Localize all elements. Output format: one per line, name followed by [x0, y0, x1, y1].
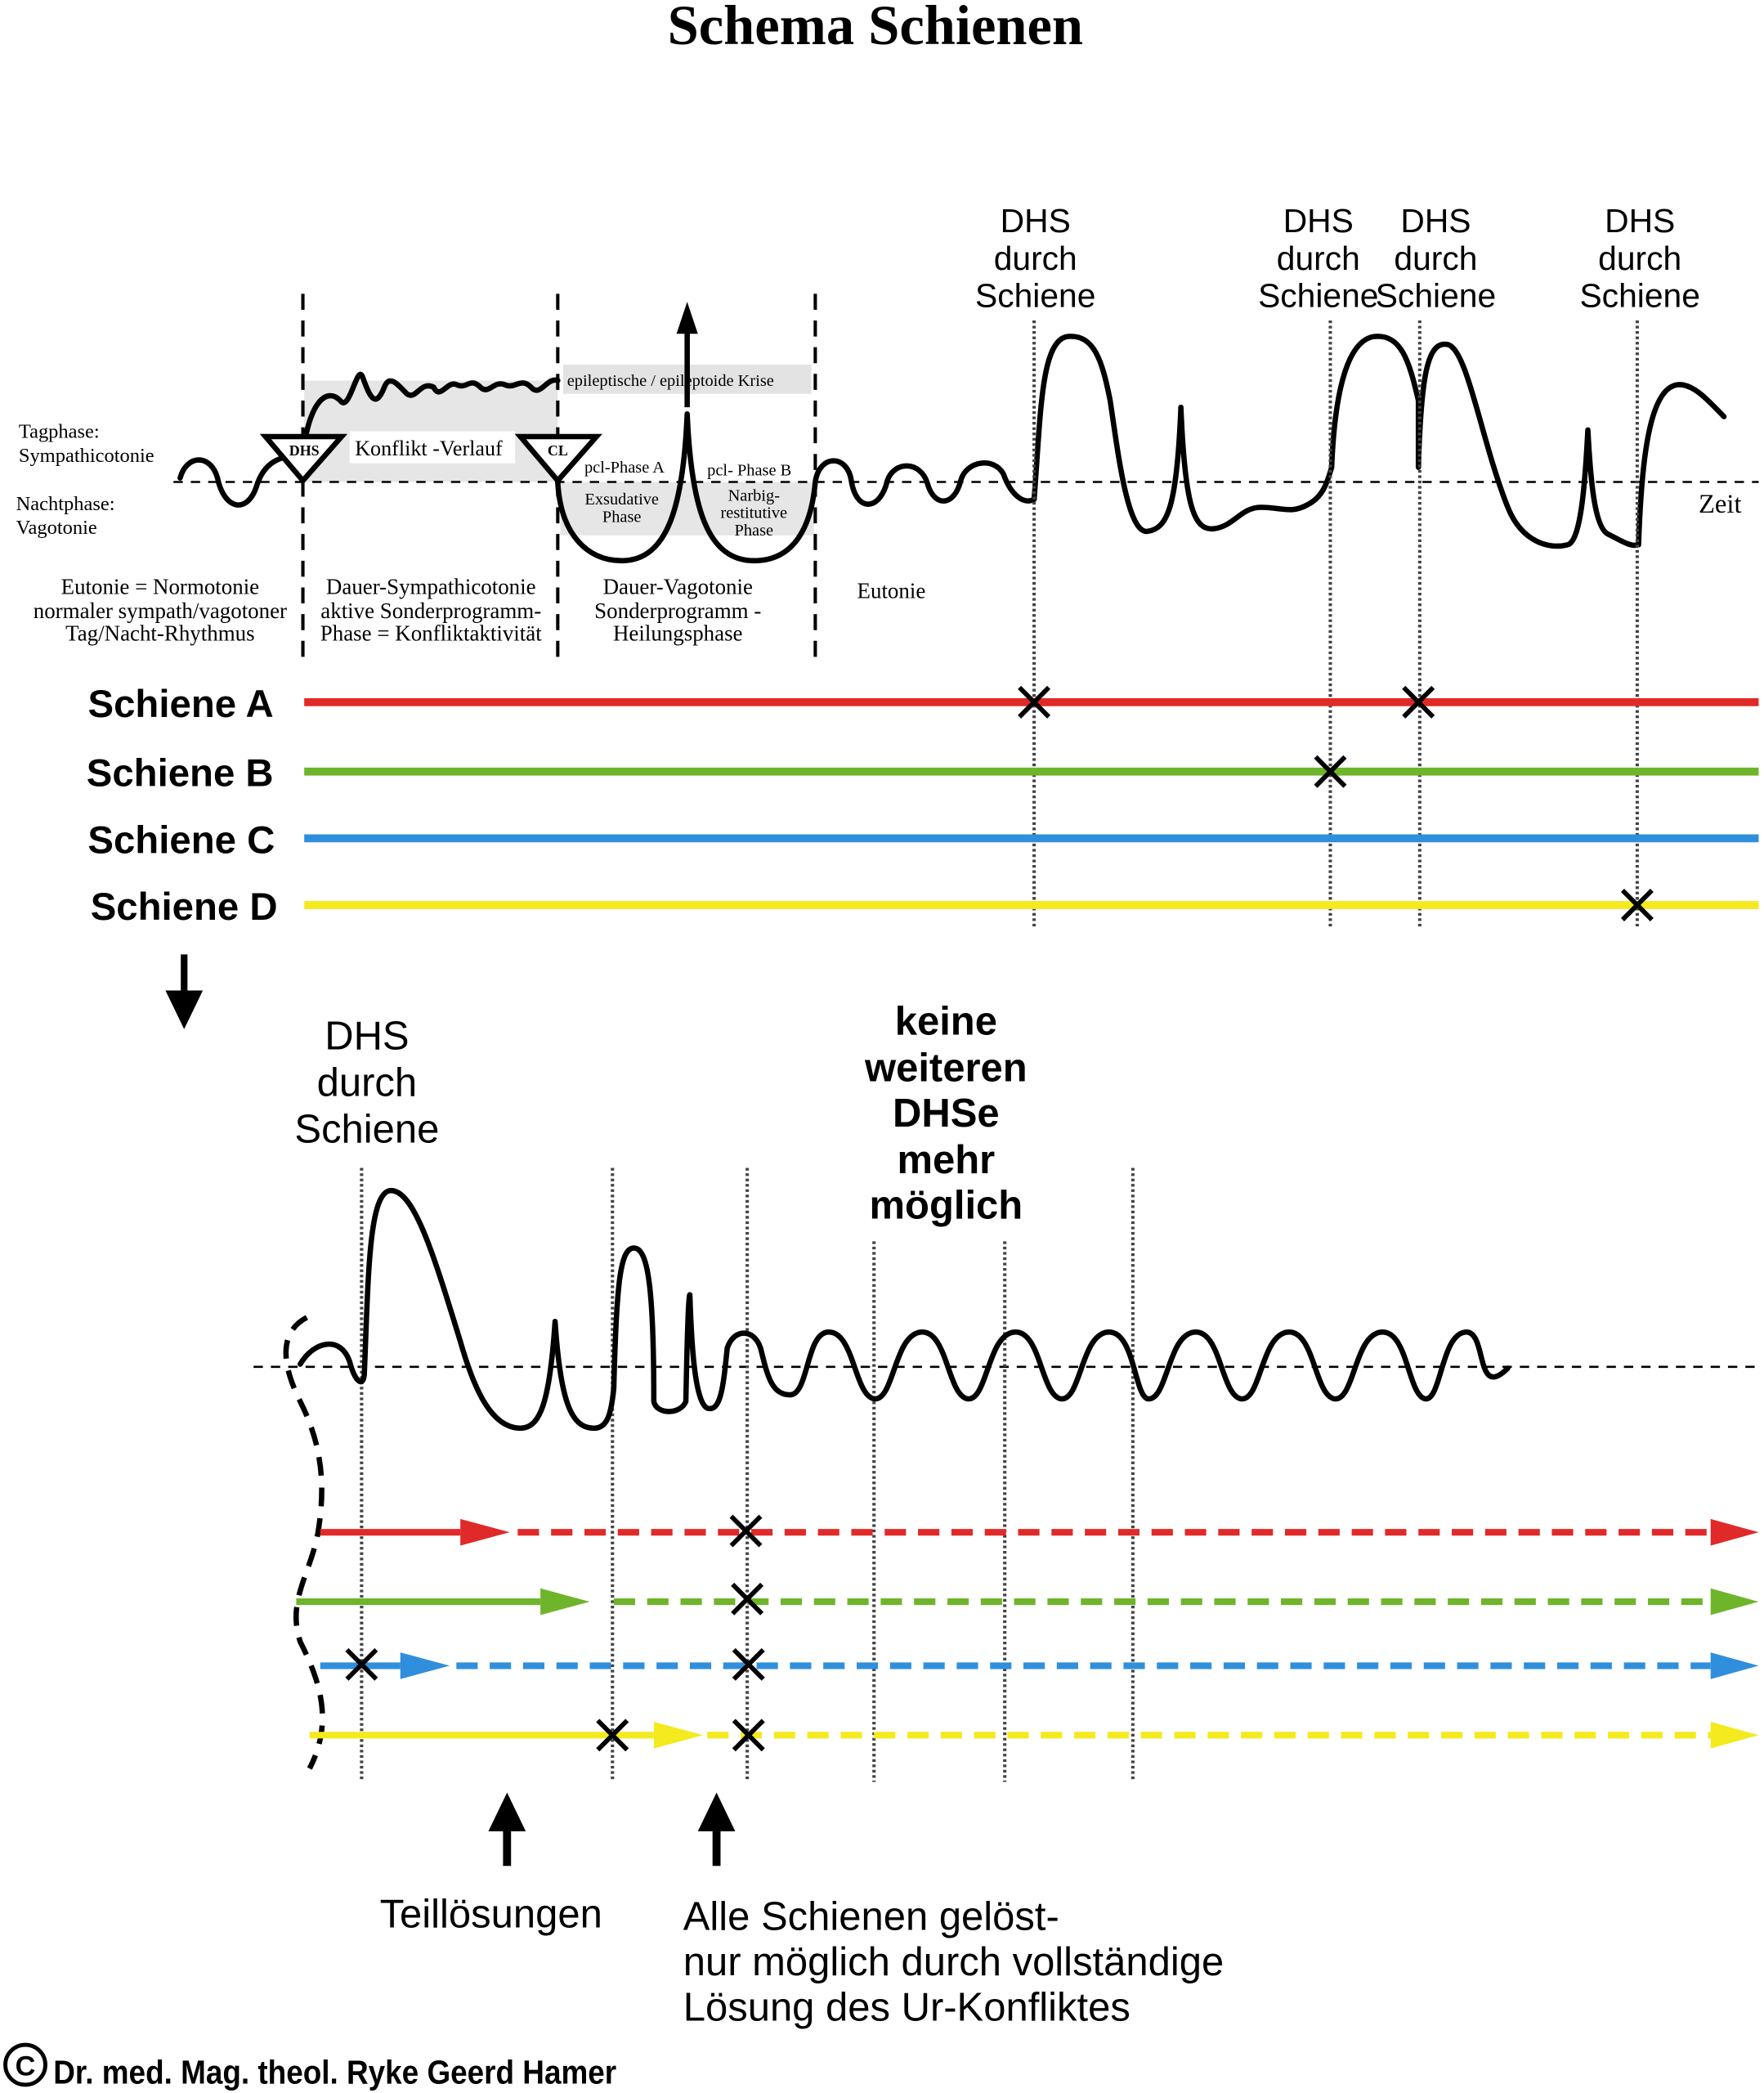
arrow-right-icon [1710, 1721, 1759, 1749]
phase-desc: Phase = Konfliktaktivität [320, 621, 542, 646]
tagphase-label: Tagphase: [19, 421, 100, 443]
nachtphase-label: Nachtphase: [16, 493, 115, 515]
arrow-right-icon [1710, 1588, 1759, 1616]
copyright: C Dr. med. Mag. theol. Ryke Geerd Hamer [3, 2042, 616, 2091]
rails: Schiene A Schiene B Schiene C Schiene D [87, 683, 1759, 929]
dhs-durch-schiene: DHS [1283, 202, 1354, 240]
arrow-right-icon [653, 1721, 704, 1749]
nachtphase-label: Vagotonie [16, 517, 97, 539]
dhs-durch-schiene: Schiene [294, 1108, 439, 1152]
arrow-right-icon [1710, 1652, 1759, 1679]
dashed-boundary [283, 1315, 325, 1770]
dhs-durch-schiene: durch [1598, 240, 1681, 277]
zeit-label: Zeit [1699, 490, 1742, 519]
dhs-durch-schiene: Schiene [1258, 277, 1378, 315]
alle-geloest-text: Alle Schienen gelöst- [683, 1895, 1059, 1939]
phase-desc: Heilungsphase [613, 621, 743, 646]
rail-label-c: Schiene C [87, 818, 275, 862]
title: Schema Schienen [668, 0, 1083, 56]
tagphase-label: Sympathicotonie [19, 445, 154, 467]
rail-arrows [296, 1518, 1759, 1749]
rail-label-d: Schiene D [91, 885, 278, 929]
dhs-durch-schiene: DHS [1400, 202, 1471, 240]
teilloesungen-label: Teillösungen [380, 1892, 602, 1936]
dhs-durch-schiene: durch [994, 240, 1077, 277]
phase-desc: Dauer-Sympathicotonie [326, 575, 536, 599]
narbig-label: Narbig- [728, 486, 781, 504]
dhs-label: DHS [289, 442, 320, 459]
krise-label: epileptische / epileptoide Krise [567, 372, 774, 390]
keine-dhse-text: DHSe [893, 1091, 1000, 1136]
keine-dhse-text: keine [895, 999, 997, 1043]
dhs-durch-schiene: Schiene [1376, 277, 1496, 315]
arrow-down-icon [165, 990, 204, 1029]
konflikt-bg [349, 431, 516, 464]
arrow-right-icon [400, 1652, 450, 1679]
cl-label: CL [548, 442, 568, 459]
alle-geloest-text: nur möglich durch vollständige [683, 1940, 1224, 1984]
copyright-c: C [16, 2051, 36, 2082]
phase-desc: Eutonie [857, 579, 926, 603]
arrow-up-icon [488, 1792, 526, 1831]
phase-desc: Dauer-Vagotonie [603, 575, 753, 599]
dhs-durch-schiene: DHS [1001, 202, 1071, 240]
keine-dhse-text: möglich [869, 1184, 1023, 1228]
dhs-durch-schiene: DHS [325, 1014, 409, 1058]
copyright-text: Dr. med. Mag. theol. Ryke Geerd Hamer [53, 2053, 616, 2091]
arrow-right-icon [460, 1518, 510, 1546]
alle-geloest-text: Lösung des Ur-Konfliktes [683, 1986, 1130, 2030]
exsudativ-label: Phase [602, 508, 642, 526]
phase-desc: aktive Sonderprogramm- [320, 598, 541, 623]
cl-triangle-icon [514, 433, 602, 485]
keine-dhse-text: weiteren [864, 1046, 1028, 1090]
heilung-area [560, 482, 814, 536]
dhs-durch-schiene: durch [1277, 240, 1360, 277]
phase-desc: Sonderprogramm - [594, 598, 761, 623]
cross-icon [345, 1514, 765, 1752]
dhs-durch-schiene: Schiene [975, 277, 1095, 315]
arrow-right-icon [1710, 1518, 1759, 1546]
pcl-b-label: pcl- Phase B [707, 461, 791, 479]
rail-label-b: Schiene B [87, 752, 274, 796]
phase-desc: normaler sympath/vagotoner [34, 598, 287, 623]
narbig-label: restitutive [721, 504, 788, 522]
arrow-right-icon [540, 1588, 590, 1616]
dhs-triangle-icon [259, 433, 348, 485]
copyright-icon [3, 2042, 47, 2087]
dhs-durch-schiene: DHS [1605, 202, 1675, 240]
keine-dhse-text: mehr [897, 1138, 995, 1182]
dhs-durch-schiene: Schiene [1579, 277, 1699, 315]
phase-desc: Tag/Nacht-Rhythmus [65, 621, 254, 646]
arrow-up-icon [697, 1792, 736, 1831]
dhs-durch-schiene: durch [317, 1060, 418, 1105]
narbig-label: Phase [735, 522, 774, 540]
rail-label-a: Schiene A [88, 683, 274, 726]
bottom-diagram: DHS durch Schiene keine weiteren DHSe me… [253, 999, 1759, 2030]
pcl-a-label: pcl-Phase A [584, 459, 665, 477]
cross-icon [1018, 685, 1654, 921]
exsudativ-label: Exsudative [584, 491, 659, 509]
top-diagram: DHS CL Konflikt -Verlauf epileptische / … [16, 202, 1759, 928]
konflikt-label: Konflikt -Verlauf [355, 437, 503, 460]
dhs-durch-schiene: durch [1394, 240, 1477, 277]
arrow-up-icon [676, 302, 698, 334]
phase-desc: Eutonie = Normotonie [61, 575, 260, 599]
